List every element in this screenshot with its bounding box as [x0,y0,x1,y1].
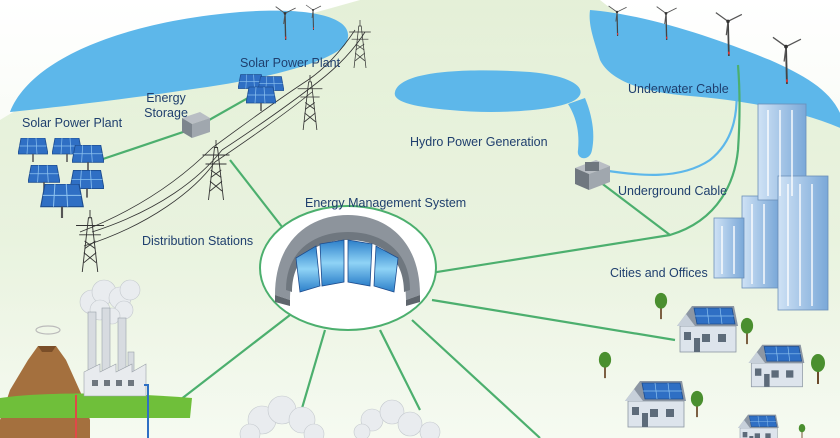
cable-ems-plant [179,314,291,401]
label-hydro-power-generation: Hydro Power Generation [410,135,548,149]
sea-right [589,10,840,128]
office-building-icon [713,103,829,311]
label-distribution-stations: Distribution Stations [142,234,254,248]
control-center-icon [259,205,437,331]
transmission-wires [79,29,366,247]
river [568,98,594,159]
cable-ems-houses [431,298,676,342]
label-energy: Energy [146,91,186,105]
lake [394,70,581,112]
power-lines [99,64,741,438]
grass-ground [0,393,192,418]
geothermal-pipes [75,384,149,438]
label-underground-cable: Underground Cable [618,184,728,198]
steam-cloud-icon [353,399,441,438]
label-solar-power-plant-top: Solar Power Plant [240,56,341,70]
steam-cloud-icon [239,395,325,438]
label-cities-and-offices: Cities and Offices [610,266,708,280]
battery-storage-icon [182,112,210,138]
label-storage: Storage [144,106,188,120]
cable-underground [599,181,671,236]
label-energy-management-system: Energy Management System [305,196,467,210]
hydro-station-icon [575,160,610,190]
power-plant-icon [83,307,147,397]
cable-solar-storage [99,126,196,162]
cable-ems-cloud2 [379,329,421,411]
cable-ems-city [354,64,741,287]
cable-ems-bottom [411,319,541,438]
label-solar-power-plant-left: Solar Power Plant [22,116,123,130]
cable-ems-cloud1 [298,329,327,416]
underwater-cable-line [601,69,738,176]
label-underwater-cable: Underwater Cable [628,82,729,96]
sea-left [10,10,349,113]
